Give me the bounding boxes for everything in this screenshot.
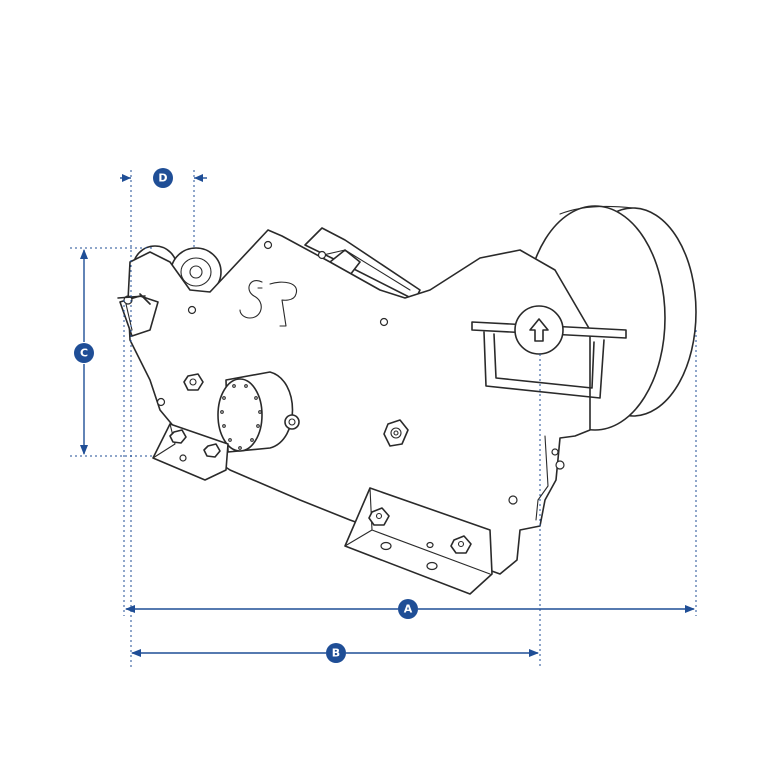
front-handle xyxy=(117,293,159,337)
dimension-d-badge: D xyxy=(153,168,173,188)
dimension-b: B xyxy=(131,643,539,663)
plate-bolts xyxy=(183,373,409,447)
extension-lines xyxy=(70,170,697,668)
dimension-d-label: D xyxy=(158,172,167,185)
front-mount-bracket xyxy=(152,423,229,481)
dimension-c-label: C xyxy=(80,347,88,360)
dimension-b-badge: B xyxy=(326,643,346,663)
back-side-plate xyxy=(304,227,421,301)
rear-handle xyxy=(471,305,627,399)
dimension-b-label: B xyxy=(332,647,340,660)
dimension-c: C xyxy=(74,249,94,455)
dimension-a: A xyxy=(125,599,695,619)
rear-mount-bracket xyxy=(344,487,493,595)
dimension-d: D xyxy=(120,168,207,188)
dimension-c-badge: C xyxy=(74,343,94,363)
dimension-a-badge: A xyxy=(398,599,418,619)
dimension-a-label: A xyxy=(404,603,413,616)
motor-drum xyxy=(217,371,300,453)
